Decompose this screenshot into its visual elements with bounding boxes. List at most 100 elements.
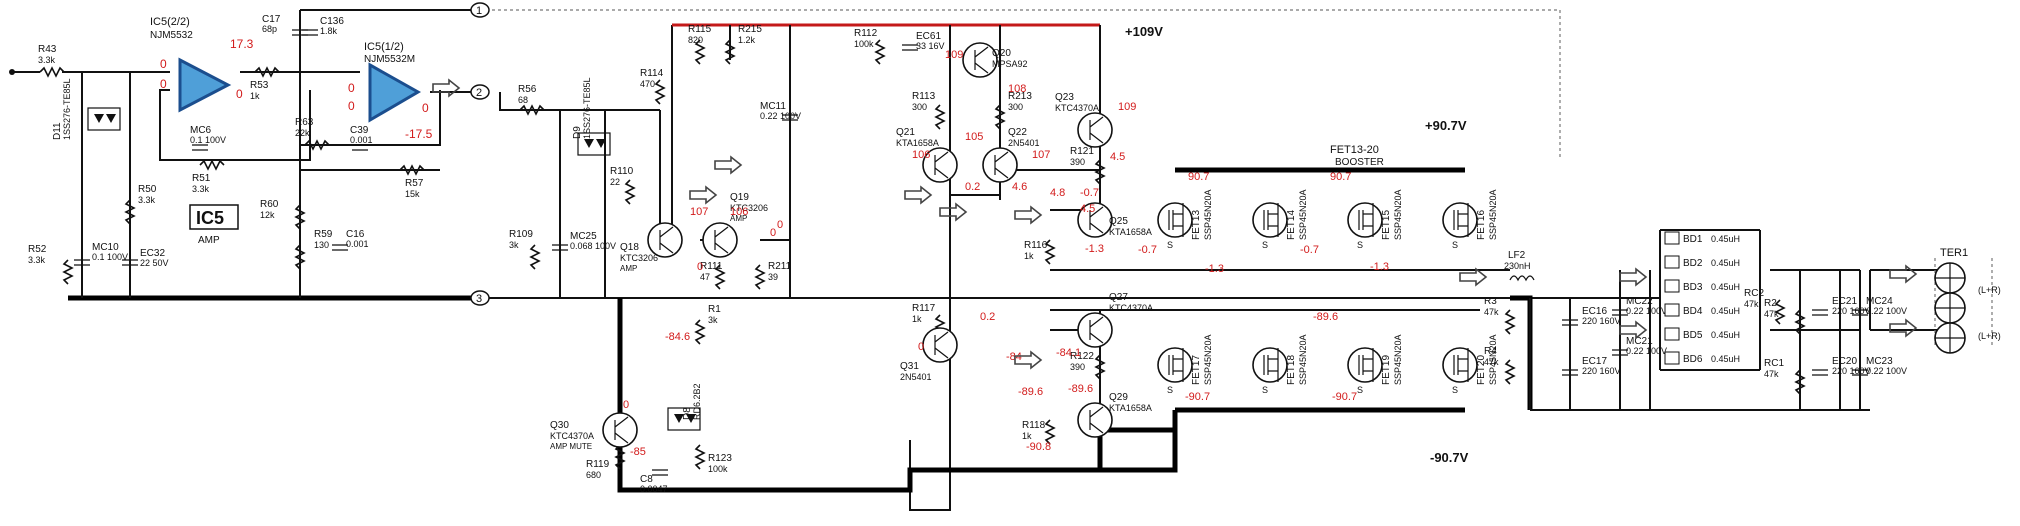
inductor-lf2-ref: LF2 [1508, 250, 1526, 261]
voltage-2: 0 [697, 261, 703, 273]
resistor-r51-value: 3.3k [192, 184, 210, 194]
resistor-r114-value: 470 [640, 79, 655, 89]
transistor-q27-part: KTC4370A [1109, 303, 1153, 313]
resistor-r50-ref: R50 [138, 184, 157, 195]
resistor-rc1-value: 47k [1764, 369, 1779, 379]
capacitor-ec16-value: 220 160V [1582, 316, 1621, 326]
voltage-22: -0.7 [1300, 244, 1319, 256]
voltage-31: -90.8 [1026, 441, 1051, 453]
resistor-r43-value: 3.3k [38, 55, 56, 65]
voltage-3: 0 [770, 227, 776, 239]
inductor-bd1-ref: BD1 [1683, 234, 1703, 245]
resistor-r109-value: 3k [509, 240, 519, 250]
voltage-9: 107 [1032, 149, 1050, 161]
fet-fet13-source: S [1167, 240, 1173, 250]
resistor-r52-ref: R52 [28, 244, 47, 255]
capacitor-ec17-ref: EC17 [1582, 356, 1607, 367]
voltage-16: 4.5 [1080, 203, 1095, 215]
transistors: Q18KTC3206AMPQ19KTC3206AMPQ20MPSA92Q21KT… [550, 42, 1153, 451]
resistor-r116-value: 1k [1024, 251, 1034, 261]
diode-d11-part: 1SS276-TE85L [62, 78, 72, 140]
voltage-5: 109 [945, 49, 963, 61]
fet-fet17-part: SSP45N20A [1203, 334, 1213, 385]
voltage-28: -89.6 [1018, 386, 1043, 398]
resistor-rc1-ref: RC1 [1764, 358, 1784, 369]
capacitor-c17-ref: C17 [262, 14, 281, 25]
capacitor-mc23-value: 0.22 100V [1866, 366, 1907, 376]
transistor-q25-ref: Q25 [1109, 216, 1128, 227]
capacitor-mc22-ref: MC22 [1626, 296, 1653, 307]
signal-arrow-8 [1619, 267, 1648, 287]
voltage-30: -89.6 [1313, 311, 1338, 323]
resistor-r114-ref: R114 [640, 68, 664, 79]
resistor-r60-ref: R60 [260, 199, 279, 210]
opamp-ic5-2-vout: 0 [236, 87, 243, 101]
transistor-q25-part: KTA1658A [1109, 227, 1152, 237]
transistor-q18-role: AMP [620, 264, 637, 273]
connector-3: 3 [470, 290, 490, 306]
resistor-r43-ref: R43 [38, 44, 57, 55]
capacitor-mc23-ref: MC23 [1866, 356, 1893, 367]
resistor-r119-ref: R119 [586, 459, 610, 470]
inductor-bd5-ref: BD5 [1683, 330, 1703, 341]
resistor-r118-value: 1k [1022, 431, 1032, 441]
capacitor-mc11-value: 0.22 100V [760, 111, 801, 121]
voltage-23: -1.3 [1370, 261, 1389, 273]
capacitor-mc24-value: 0.22 100V [1866, 306, 1907, 316]
transistor-q21-ref: Q21 [896, 127, 915, 138]
capacitor-ec20-ref: EC20 [1832, 356, 1857, 367]
opamp-ic5-1-vout: 0 [422, 101, 429, 115]
capacitor-c16-value: 0.001 [346, 239, 369, 249]
transistor-q20-ref: Q20 [992, 48, 1011, 59]
capacitor-mc11-ref: MC11 [760, 101, 786, 112]
opamp-ic5-1-part: NJM5532M [364, 54, 415, 65]
resistor-r115-ref: R115 [688, 24, 712, 35]
resistor-r211-value: 39 [768, 272, 778, 282]
rail-pos-sub: +90.7V [1425, 118, 1467, 133]
inductor-bd2-value: 0.45uH [1711, 258, 1740, 268]
transistor-q27-ref: Q27 [1109, 292, 1128, 303]
terminal-out1: (L+R) [1978, 285, 2001, 295]
transistor-q31-ref: Q31 [900, 361, 919, 372]
connector-3-label: 3 [476, 293, 482, 305]
fet-fet17-source: S [1167, 385, 1173, 395]
fet-fet13-part: SSP45N20A [1203, 189, 1213, 240]
resistor-r3-value: 47k [1484, 307, 1499, 317]
opamp-ic5-1-vin1: 0 [348, 81, 355, 95]
voltage-32: -90.7 [1185, 391, 1210, 403]
voltage-6: 108 [1008, 83, 1026, 95]
resistor-r109-ref: R109 [509, 229, 533, 240]
opamp-ic5-2-name: IC5(2/2) [150, 16, 190, 28]
resistor-r118-ref: R118 [1022, 420, 1046, 431]
